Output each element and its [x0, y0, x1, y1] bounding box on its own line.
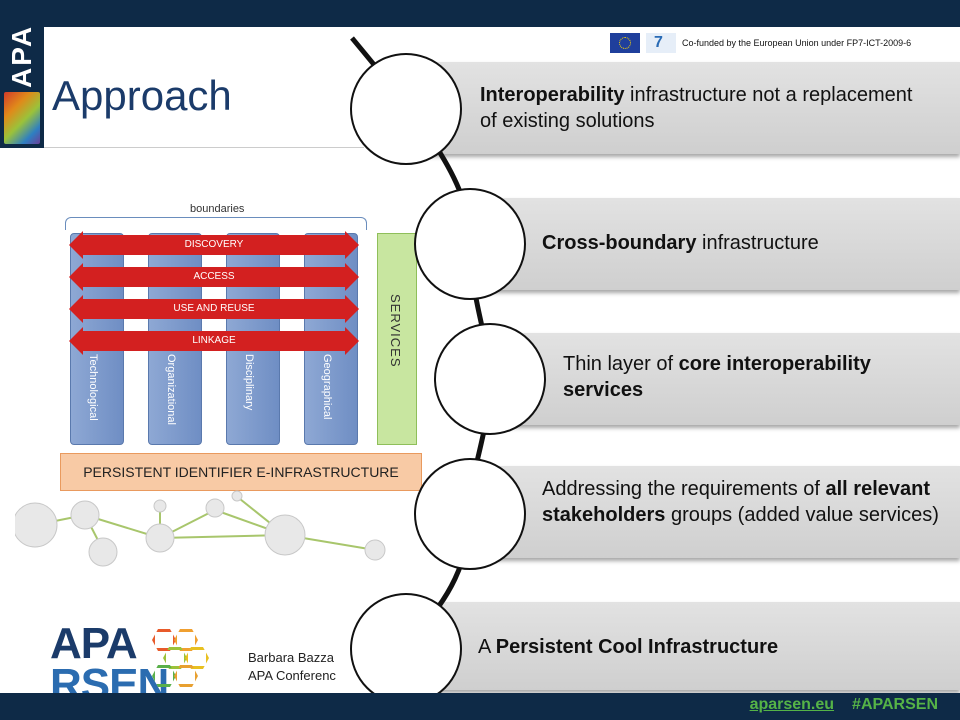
- hexagon-icon: [185, 647, 209, 669]
- boundaries-label: boundaries: [190, 203, 245, 215]
- step-1-circle: [350, 53, 462, 165]
- step-1-rest: infrastructure not a replacement of exis…: [480, 84, 913, 132]
- column-label: Disciplinary: [243, 354, 255, 411]
- hexagon-icon: [174, 665, 198, 687]
- step-4-band: Addressing the requirements of all relev…: [470, 466, 960, 558]
- step-5-pre: A: [478, 636, 496, 658]
- step-3-circle: [434, 323, 546, 435]
- step-1-bold: Interoperability: [480, 84, 625, 106]
- step-2-circle: [414, 188, 526, 300]
- step-5-text: A Persistent Cool Infrastructure: [478, 634, 948, 660]
- footer-links: aparsen.eu #APARSEN: [732, 696, 938, 714]
- title-divider: [44, 147, 364, 148]
- apa-logo: APA: [0, 0, 44, 148]
- top-bar: [0, 0, 960, 27]
- step-5-bold: Persistent Cool Infrastructure: [495, 636, 779, 658]
- step-5-circle: [350, 593, 462, 705]
- pid-infrastructure-box: PERSISTENT IDENTIFIER E-INFRASTRUCTURE: [60, 453, 422, 491]
- hashtag: #APARSEN: [852, 696, 938, 713]
- presenter-name: Barbara Bazza: [248, 650, 334, 665]
- step-2-text: Cross-boundary infrastructure: [542, 230, 942, 256]
- arrow-access: ACCESS: [69, 263, 359, 291]
- logo-top-text: APA: [50, 619, 138, 668]
- column-label: Technological: [87, 354, 99, 421]
- column-label: Geographical: [321, 354, 333, 420]
- step-5-band: A Persistent Cool Infrastructure: [410, 602, 960, 690]
- bottom-bar: [0, 693, 960, 720]
- services-label: SERVICES: [388, 294, 403, 368]
- hexagon-icon: [174, 629, 198, 651]
- step-3-band: Thin layer of core interoperability serv…: [490, 333, 960, 425]
- arrow-discovery: DISCOVERY: [69, 231, 359, 259]
- page-title: Approach: [52, 72, 232, 119]
- boundaries-bracket: [65, 217, 367, 230]
- conference-name: APA Conferenc: [248, 668, 336, 683]
- step-3-bold: core interoperability services: [563, 353, 871, 401]
- arrow-linkage: LINKAGE: [69, 327, 359, 355]
- eu-flag-icon: [610, 33, 640, 53]
- cofund-text: Co-funded by the European Union under FP…: [682, 38, 912, 48]
- step-1-text: Interoperability infrastructure not a re…: [480, 82, 930, 134]
- step-2-rest: infrastructure: [696, 232, 819, 254]
- step-1-band: Interoperability infrastructure not a re…: [420, 62, 960, 154]
- aparsen-link[interactable]: aparsen.eu: [749, 696, 835, 713]
- services-box: SERVICES: [377, 233, 417, 445]
- fp7-logo-icon: 7: [646, 33, 676, 53]
- arrow-use-and-reuse: USE AND REUSE: [69, 295, 359, 323]
- step-4-circle: [414, 458, 526, 570]
- step-4-pre: Addressing the requirements of: [542, 478, 826, 500]
- step-4-text: Addressing the requirements of all relev…: [542, 476, 942, 528]
- column-label: Organizational: [165, 354, 177, 425]
- network-graph-icon: [15, 490, 386, 567]
- presenter-info: Barbara Bazza APA Conferenc: [248, 649, 336, 685]
- boundaries-diagram: boundaries Technological Organizational …: [15, 195, 435, 575]
- step-2-bold: Cross-boundary: [542, 232, 697, 254]
- step-3-pre: Thin layer of: [563, 353, 679, 375]
- step-3-text: Thin layer of core interoperability serv…: [563, 351, 953, 403]
- step-2-band: Cross-boundary infrastructure: [470, 198, 960, 290]
- step-4-rest: groups (added value services): [665, 504, 939, 526]
- step-4-bold: all relevant stakeholders: [542, 478, 931, 526]
- cofund-notice: 7 Co-funded by the European Union under …: [610, 32, 911, 54]
- mosaic-logo-icon: [4, 92, 40, 144]
